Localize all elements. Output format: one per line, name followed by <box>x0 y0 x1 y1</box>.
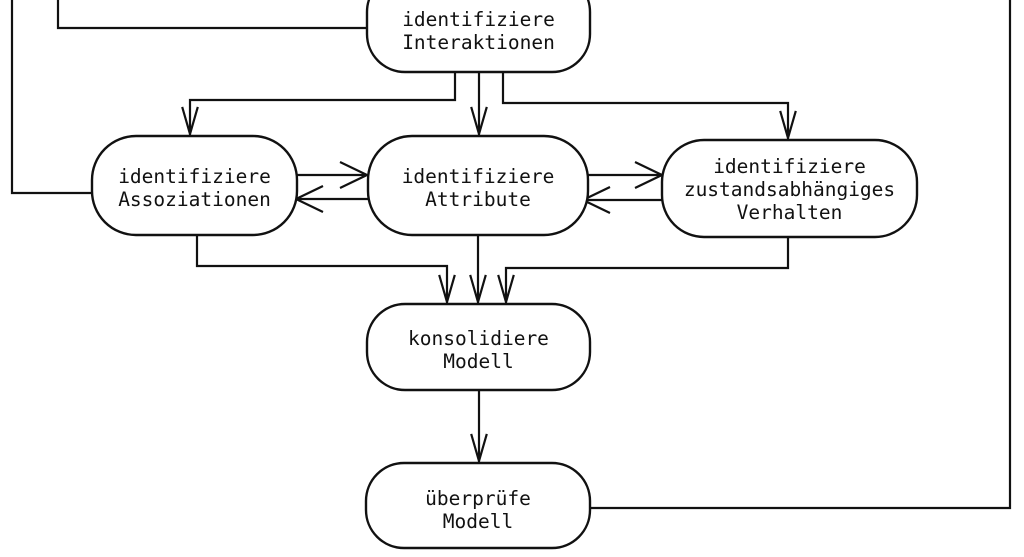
node-verhalten-label-line2: zustandsabhängiges <box>684 178 895 201</box>
node-identifiziere-zustandsabhaengiges-verhalten-shape <box>660 138 919 239</box>
edge-assoziationen-to-attribute <box>295 161 370 189</box>
edge-offscreen-top-to-interaktionen <box>56 0 368 30</box>
edge-attribute-to-verhalten <box>586 161 665 189</box>
edge-ueberpruefe-to-offscreen-top-right <box>588 0 1012 510</box>
edge-assoziationen-to-konsolidiere <box>195 233 456 306</box>
edge-interaktionen-to-verhalten <box>501 70 797 142</box>
edge-attribute-to-assoziationen <box>293 185 374 213</box>
node-konsolidiere-modell-label-line1: konsolidiere <box>408 327 549 350</box>
node-identifiziere-attribute-shape <box>366 134 590 237</box>
node-identifiziere-interaktionen-label-line2: Interaktionen <box>402 31 555 54</box>
node-identifiziere-zustandsabhaengiges-verhalten: identifiziere zustandsabhängiges Verhalt… <box>660 138 919 239</box>
edge-konsolidiere-to-ueberpruefe <box>470 388 488 465</box>
node-konsolidiere-modell-label-line2: Modell <box>443 350 513 373</box>
node-identifiziere-interaktionen-shape <box>365 0 592 74</box>
node-identifiziere-assoziationen-label-line2: Assoziationen <box>118 188 271 211</box>
edge-verhalten-to-attribute <box>580 186 669 214</box>
node-identifiziere-attribute-label-line2: Attribute <box>425 188 531 211</box>
node-verhalten-label-line3: Verhalten <box>737 201 843 224</box>
node-konsolidiere-modell: konsolidiere Modell <box>365 302 592 392</box>
node-konsolidiere-modell-shape <box>365 302 592 392</box>
node-verhalten-label-line1: identifiziere <box>713 155 866 178</box>
node-ueberpruefe-modell-shape <box>364 461 592 550</box>
node-ueberpruefe-modell-label-line1: überprüfe <box>425 487 531 510</box>
node-identifiziere-assoziationen: identifiziere Assoziationen <box>90 134 299 237</box>
node-identifiziere-interaktionen: identifiziere Interaktionen <box>365 0 592 74</box>
node-ueberpruefe-modell-label-line2: Modell <box>443 510 513 533</box>
node-identifiziere-interaktionen-label-line1: identifiziere <box>402 8 555 31</box>
node-ueberpruefe-modell: überprüfe Modell <box>364 461 592 550</box>
edge-offscreen-top-to-assoziationen <box>10 0 94 195</box>
edge-attribute-to-konsolidiere <box>469 233 487 306</box>
node-identifiziere-assoziationen-label-line1: identifiziere <box>118 165 271 188</box>
node-identifiziere-assoziationen-shape <box>90 134 299 237</box>
node-identifiziere-attribute-label-line1: identifiziere <box>402 165 555 188</box>
edge-interaktionen-to-attribute <box>470 70 488 138</box>
node-identifiziere-attribute: identifiziere Attribute <box>366 134 590 237</box>
edge-verhalten-to-konsolidiere <box>497 235 790 306</box>
edge-interaktionen-to-assoziationen <box>181 70 457 138</box>
